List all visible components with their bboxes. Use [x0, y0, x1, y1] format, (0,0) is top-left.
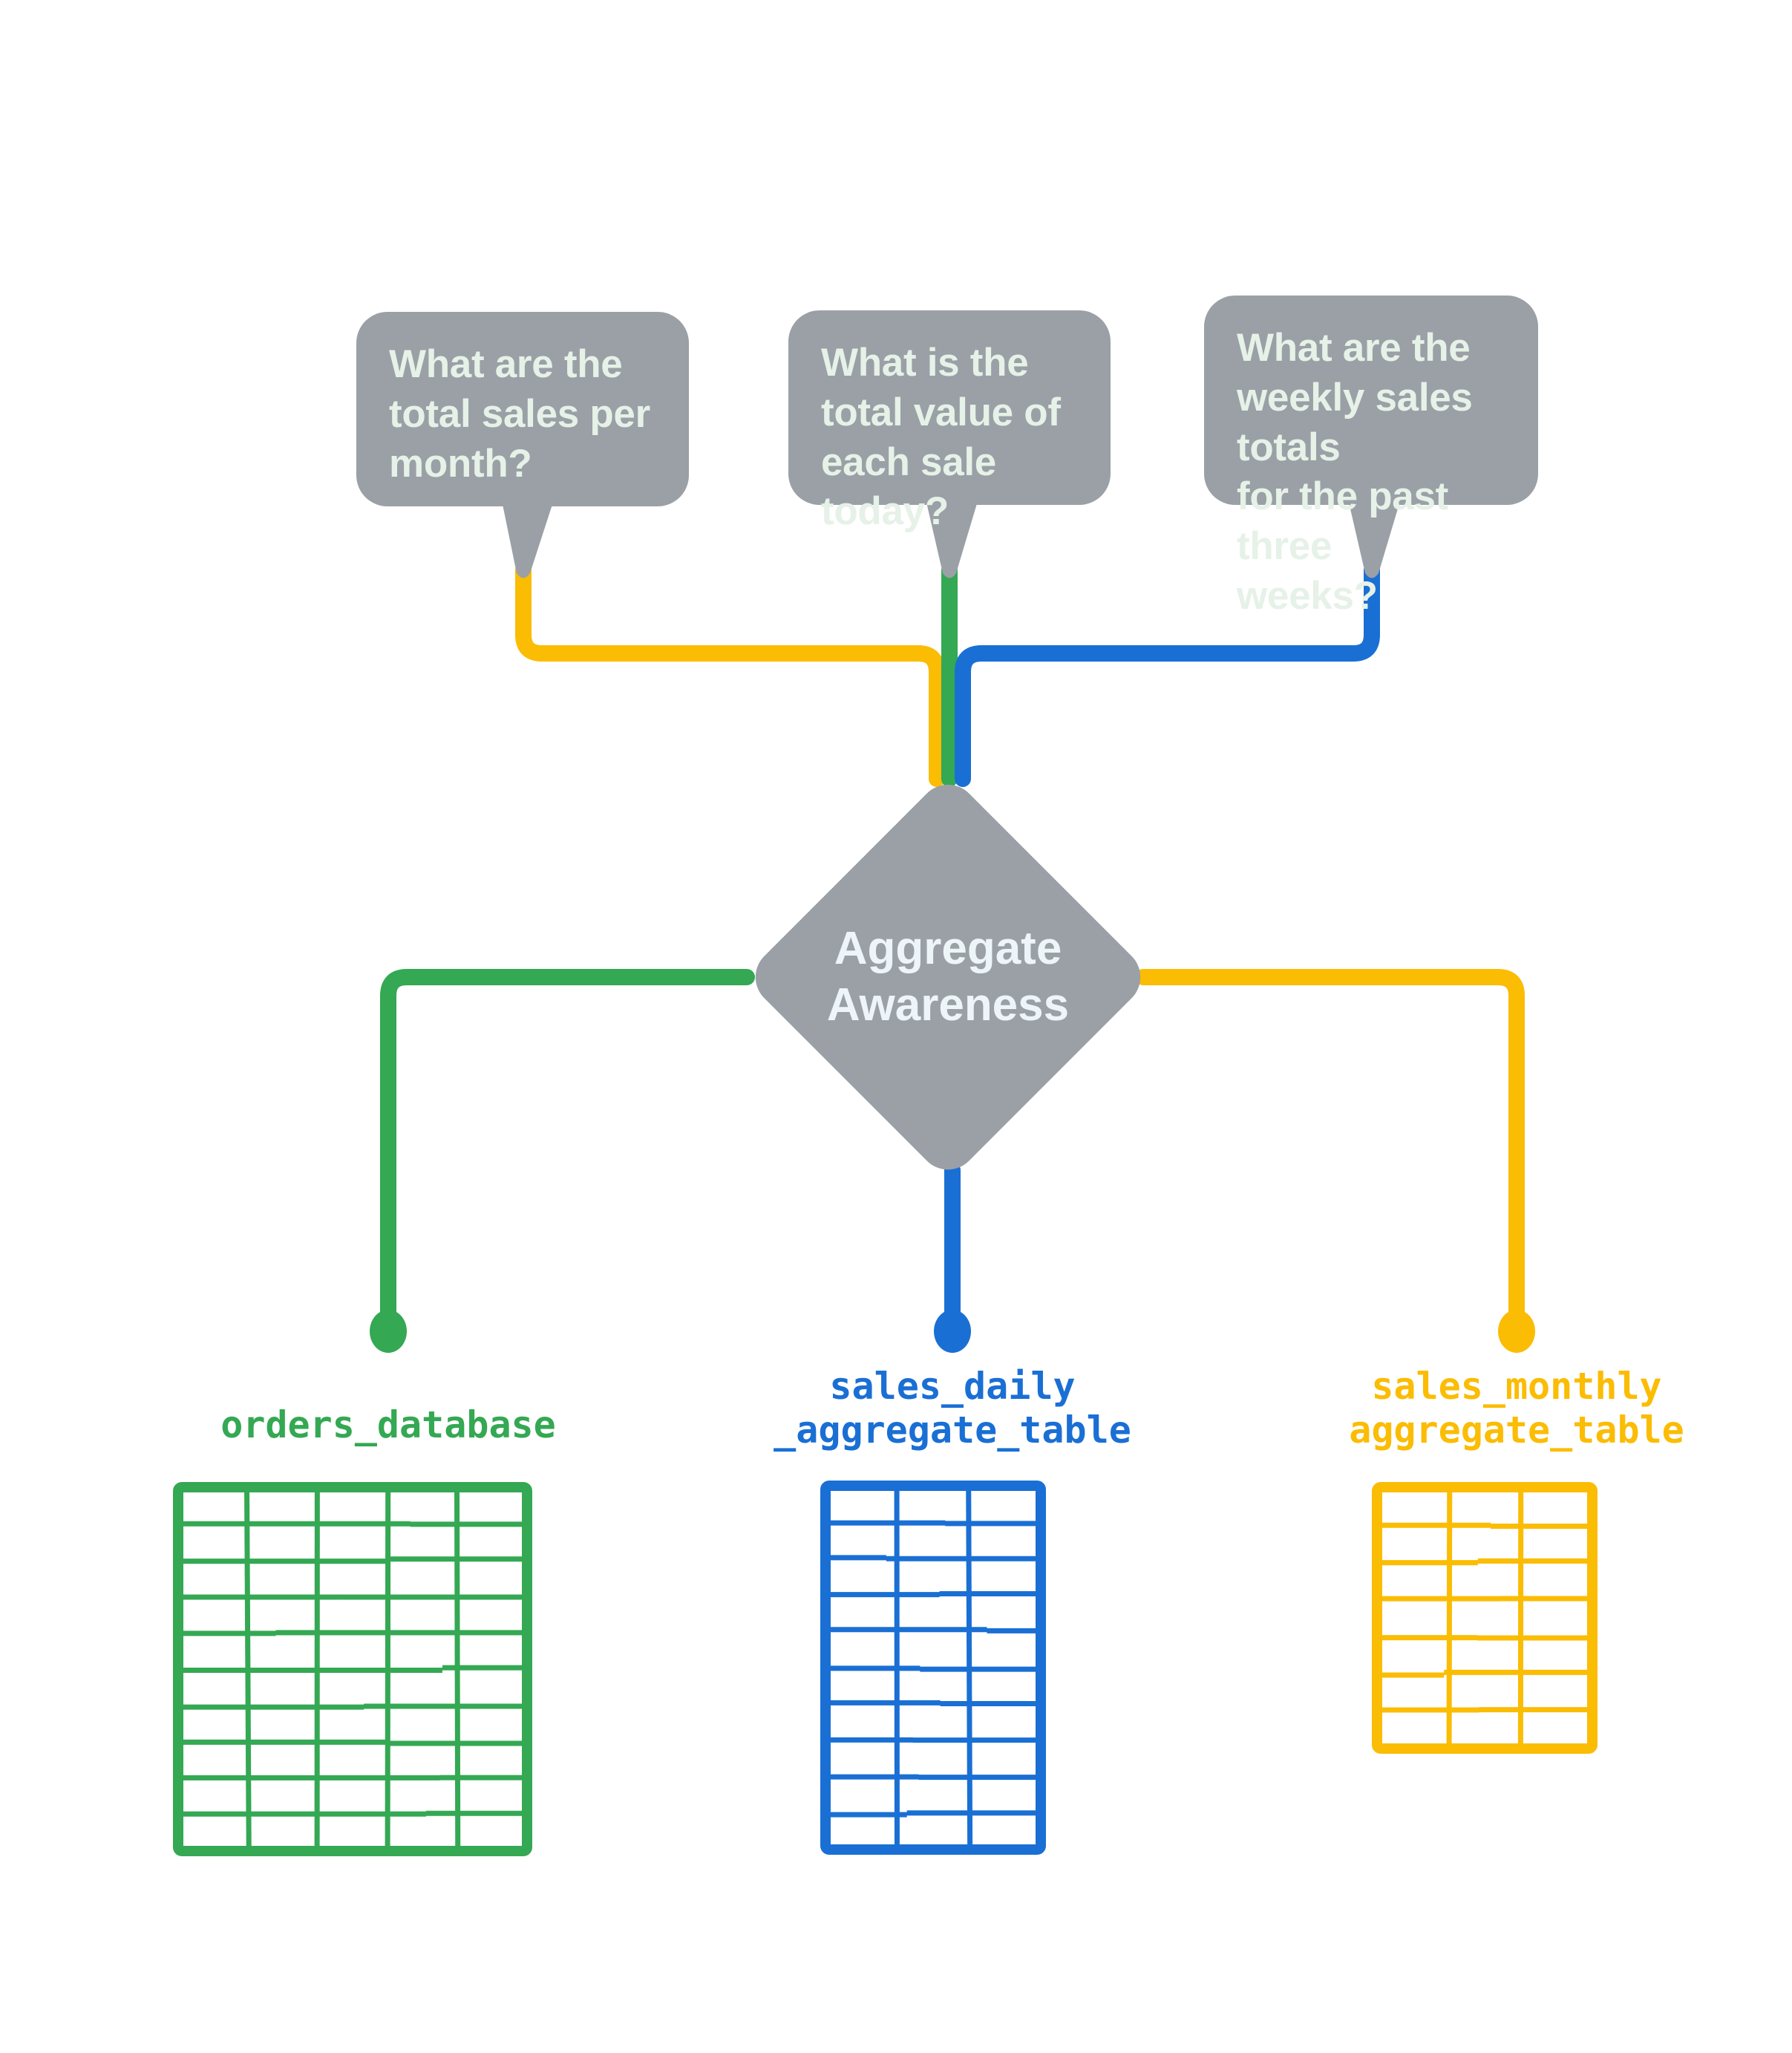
endpoint-dot-orders [370, 1310, 407, 1353]
table-row-rule [178, 1810, 527, 1817]
question-bubble-weekly[interactable]: What are the weekly sales totals for the… [1204, 296, 1538, 618]
question-bubble-monthly-text: What are the total sales per month? [389, 342, 650, 486]
hub-node-aggregate-awareness[interactable]: Aggregate Awareness [743, 772, 1153, 1182]
table-row-rule [825, 1665, 1041, 1672]
table-row-rule [825, 1627, 1041, 1633]
table-row-rule [825, 1810, 1041, 1818]
table-row-rule [825, 1520, 1041, 1527]
table-caption-sales-monthly-aggregate-table: sales_monthly aggregate_table [1349, 1365, 1684, 1452]
table-row-rule [825, 1590, 1041, 1598]
table-row-rule [178, 1703, 527, 1710]
table-row-rule [1377, 1669, 1592, 1678]
question-bubble-weekly-text: What are the weekly sales totals for the… [1237, 326, 1473, 618]
question-bubble-daily-text: What is the total value of each sale tod… [821, 341, 1061, 534]
question-bubble-daily[interactable]: What is the total value of each sale tod… [788, 310, 1111, 533]
table-graphic-sales-daily[interactable] [820, 1481, 1046, 1855]
connector-hub-to-orders [380, 969, 755, 1330]
table-row-rule [1377, 1522, 1592, 1529]
connector-hub-to-monthly [1135, 969, 1525, 1330]
endpoint-dot-daily [934, 1310, 971, 1353]
hub-node-label: Aggregate Awareness [826, 923, 1070, 1031]
table-row-rule [1377, 1558, 1592, 1566]
question-bubble-monthly[interactable]: What are the total sales per month? [356, 312, 689, 506]
table-column-rule [1446, 1486, 1453, 1749]
endpoint-dot-monthly [1498, 1310, 1535, 1353]
table-graphic-sales-monthly[interactable] [1372, 1482, 1598, 1754]
table-caption-sales-daily-aggregate-table: sales_daily _aggregate_table [774, 1365, 1131, 1452]
table-row-rule [178, 1739, 527, 1746]
table-border [1372, 1482, 1598, 1754]
table-row-rule [178, 1556, 527, 1564]
table-row-rule [178, 1665, 527, 1674]
connector-monthly-question [515, 562, 945, 787]
table-graphic-orders-database[interactable] [173, 1482, 532, 1856]
table-caption-orders-database: orders_database [220, 1403, 556, 1446]
